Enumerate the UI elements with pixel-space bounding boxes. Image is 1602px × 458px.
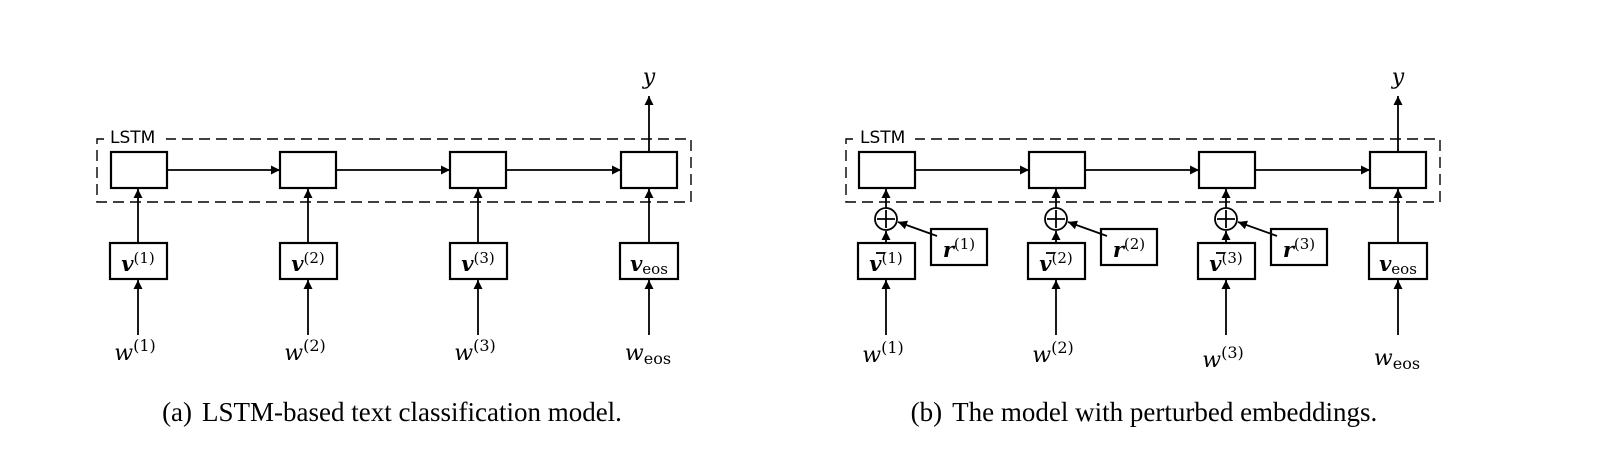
lstm-cell-4	[619, 150, 679, 190]
perturbation-label: r(2)	[1113, 235, 1145, 262]
lstm-frame	[845, 138, 1441, 203]
panel-a: LSTM y v(1) v(2) v(3) veos	[96, 65, 692, 427]
embedding-box	[1196, 241, 1257, 281]
svg-text:v(1): v(1)	[869, 249, 902, 276]
svg-text:v(3): v(3)	[1209, 249, 1242, 276]
embedding-label: v(2)	[1039, 249, 1072, 276]
perturbation-label: r(3)	[1283, 235, 1315, 262]
embedding-box	[108, 241, 169, 281]
caption: (a)LSTM-based text classification model.	[162, 397, 622, 427]
embedding-label: v(1)	[121, 249, 154, 276]
word-label: weos	[1374, 346, 1420, 373]
embedding-label: v(2)	[291, 249, 324, 276]
perturbation-arrow	[1237, 220, 1278, 237]
lstm-cell-3	[1197, 150, 1257, 190]
word-label: w(1)	[114, 336, 156, 366]
embedding-label: veos	[630, 251, 668, 278]
word-label: w(3)	[1202, 343, 1244, 373]
output-label: y	[1391, 65, 1405, 90]
lstm-cell-1	[857, 150, 917, 190]
word-label: weos	[625, 341, 671, 368]
lstm-label: LSTM	[110, 128, 155, 148]
output-label: y	[642, 65, 656, 90]
lstm-label: LSTM	[860, 128, 905, 148]
lstm-cell-2	[1027, 150, 1087, 190]
lstm-cell-2	[278, 150, 338, 190]
embedding-label: veos	[1379, 251, 1417, 278]
word-label: w(2)	[284, 336, 326, 366]
perturbation-box	[1269, 227, 1329, 267]
word-label: w(2)	[1032, 338, 1074, 368]
perturbation-arrow	[897, 220, 938, 237]
embedding-label: v(1)	[869, 249, 902, 276]
lstm-cell-4	[1368, 150, 1428, 190]
embedding-box	[1026, 241, 1087, 281]
lstm-cell-3	[448, 150, 508, 190]
perturbation-label: r(1)	[943, 235, 975, 262]
word-label: w(1)	[862, 338, 904, 368]
perturbation-box	[1099, 227, 1159, 267]
sum-node	[1214, 207, 1238, 231]
sum-node	[1044, 207, 1068, 231]
lstm-cell-1	[109, 150, 169, 190]
caption: (b)The model with perturbed embeddings.	[911, 397, 1378, 427]
embedding-box	[448, 241, 509, 281]
lstm-frame	[96, 138, 692, 203]
sum-node	[874, 207, 898, 231]
perturbation-box	[929, 227, 989, 267]
embedding-box	[1367, 241, 1429, 281]
embedding-label: v(3)	[461, 249, 494, 276]
svg-text:v(2): v(2)	[1039, 249, 1072, 276]
embedding-box	[856, 241, 917, 281]
panel-b: LSTM y	[845, 65, 1441, 427]
word-label: w(3)	[454, 336, 496, 366]
embedding-label: v(3)	[1209, 249, 1242, 276]
perturbation-arrow	[1067, 220, 1108, 237]
